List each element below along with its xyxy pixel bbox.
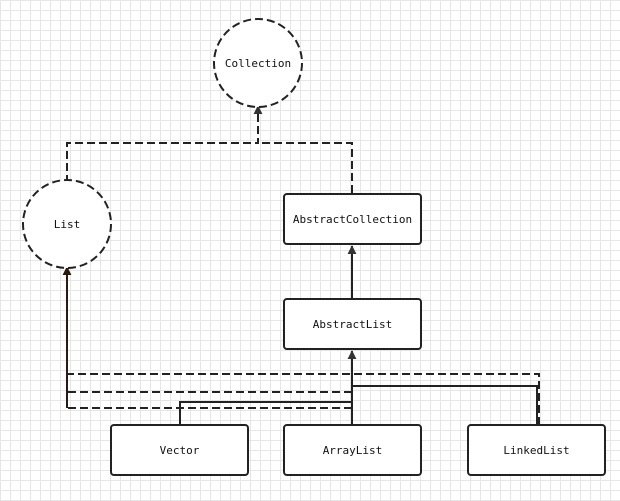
node-abstract-list[interactable]: AbstractList	[283, 298, 422, 350]
node-array-list[interactable]: ArrayList	[283, 424, 422, 476]
node-vector[interactable]: Vector	[110, 424, 249, 476]
node-list-label: List	[54, 218, 81, 231]
node-array-list-label: ArrayList	[323, 444, 383, 457]
node-collection[interactable]: Collection	[213, 18, 303, 108]
node-linked-list[interactable]: LinkedList	[467, 424, 606, 476]
node-abstract-collection[interactable]: AbstractCollection	[283, 193, 422, 245]
edge-abstractcollection-implements-collection	[258, 142, 353, 193]
edge-concrete-implements-list	[62, 266, 540, 425]
node-list[interactable]: List	[22, 179, 112, 269]
node-linked-list-label: LinkedList	[503, 444, 569, 457]
edge-list-implements-collection	[66, 105, 263, 183]
node-abstract-list-label: AbstractList	[313, 318, 392, 331]
node-vector-label: Vector	[160, 444, 200, 457]
node-abstract-collection-label: AbstractCollection	[293, 213, 412, 226]
node-collection-label: Collection	[225, 57, 291, 70]
edge-concrete-extends-abstractlist	[179, 350, 538, 425]
